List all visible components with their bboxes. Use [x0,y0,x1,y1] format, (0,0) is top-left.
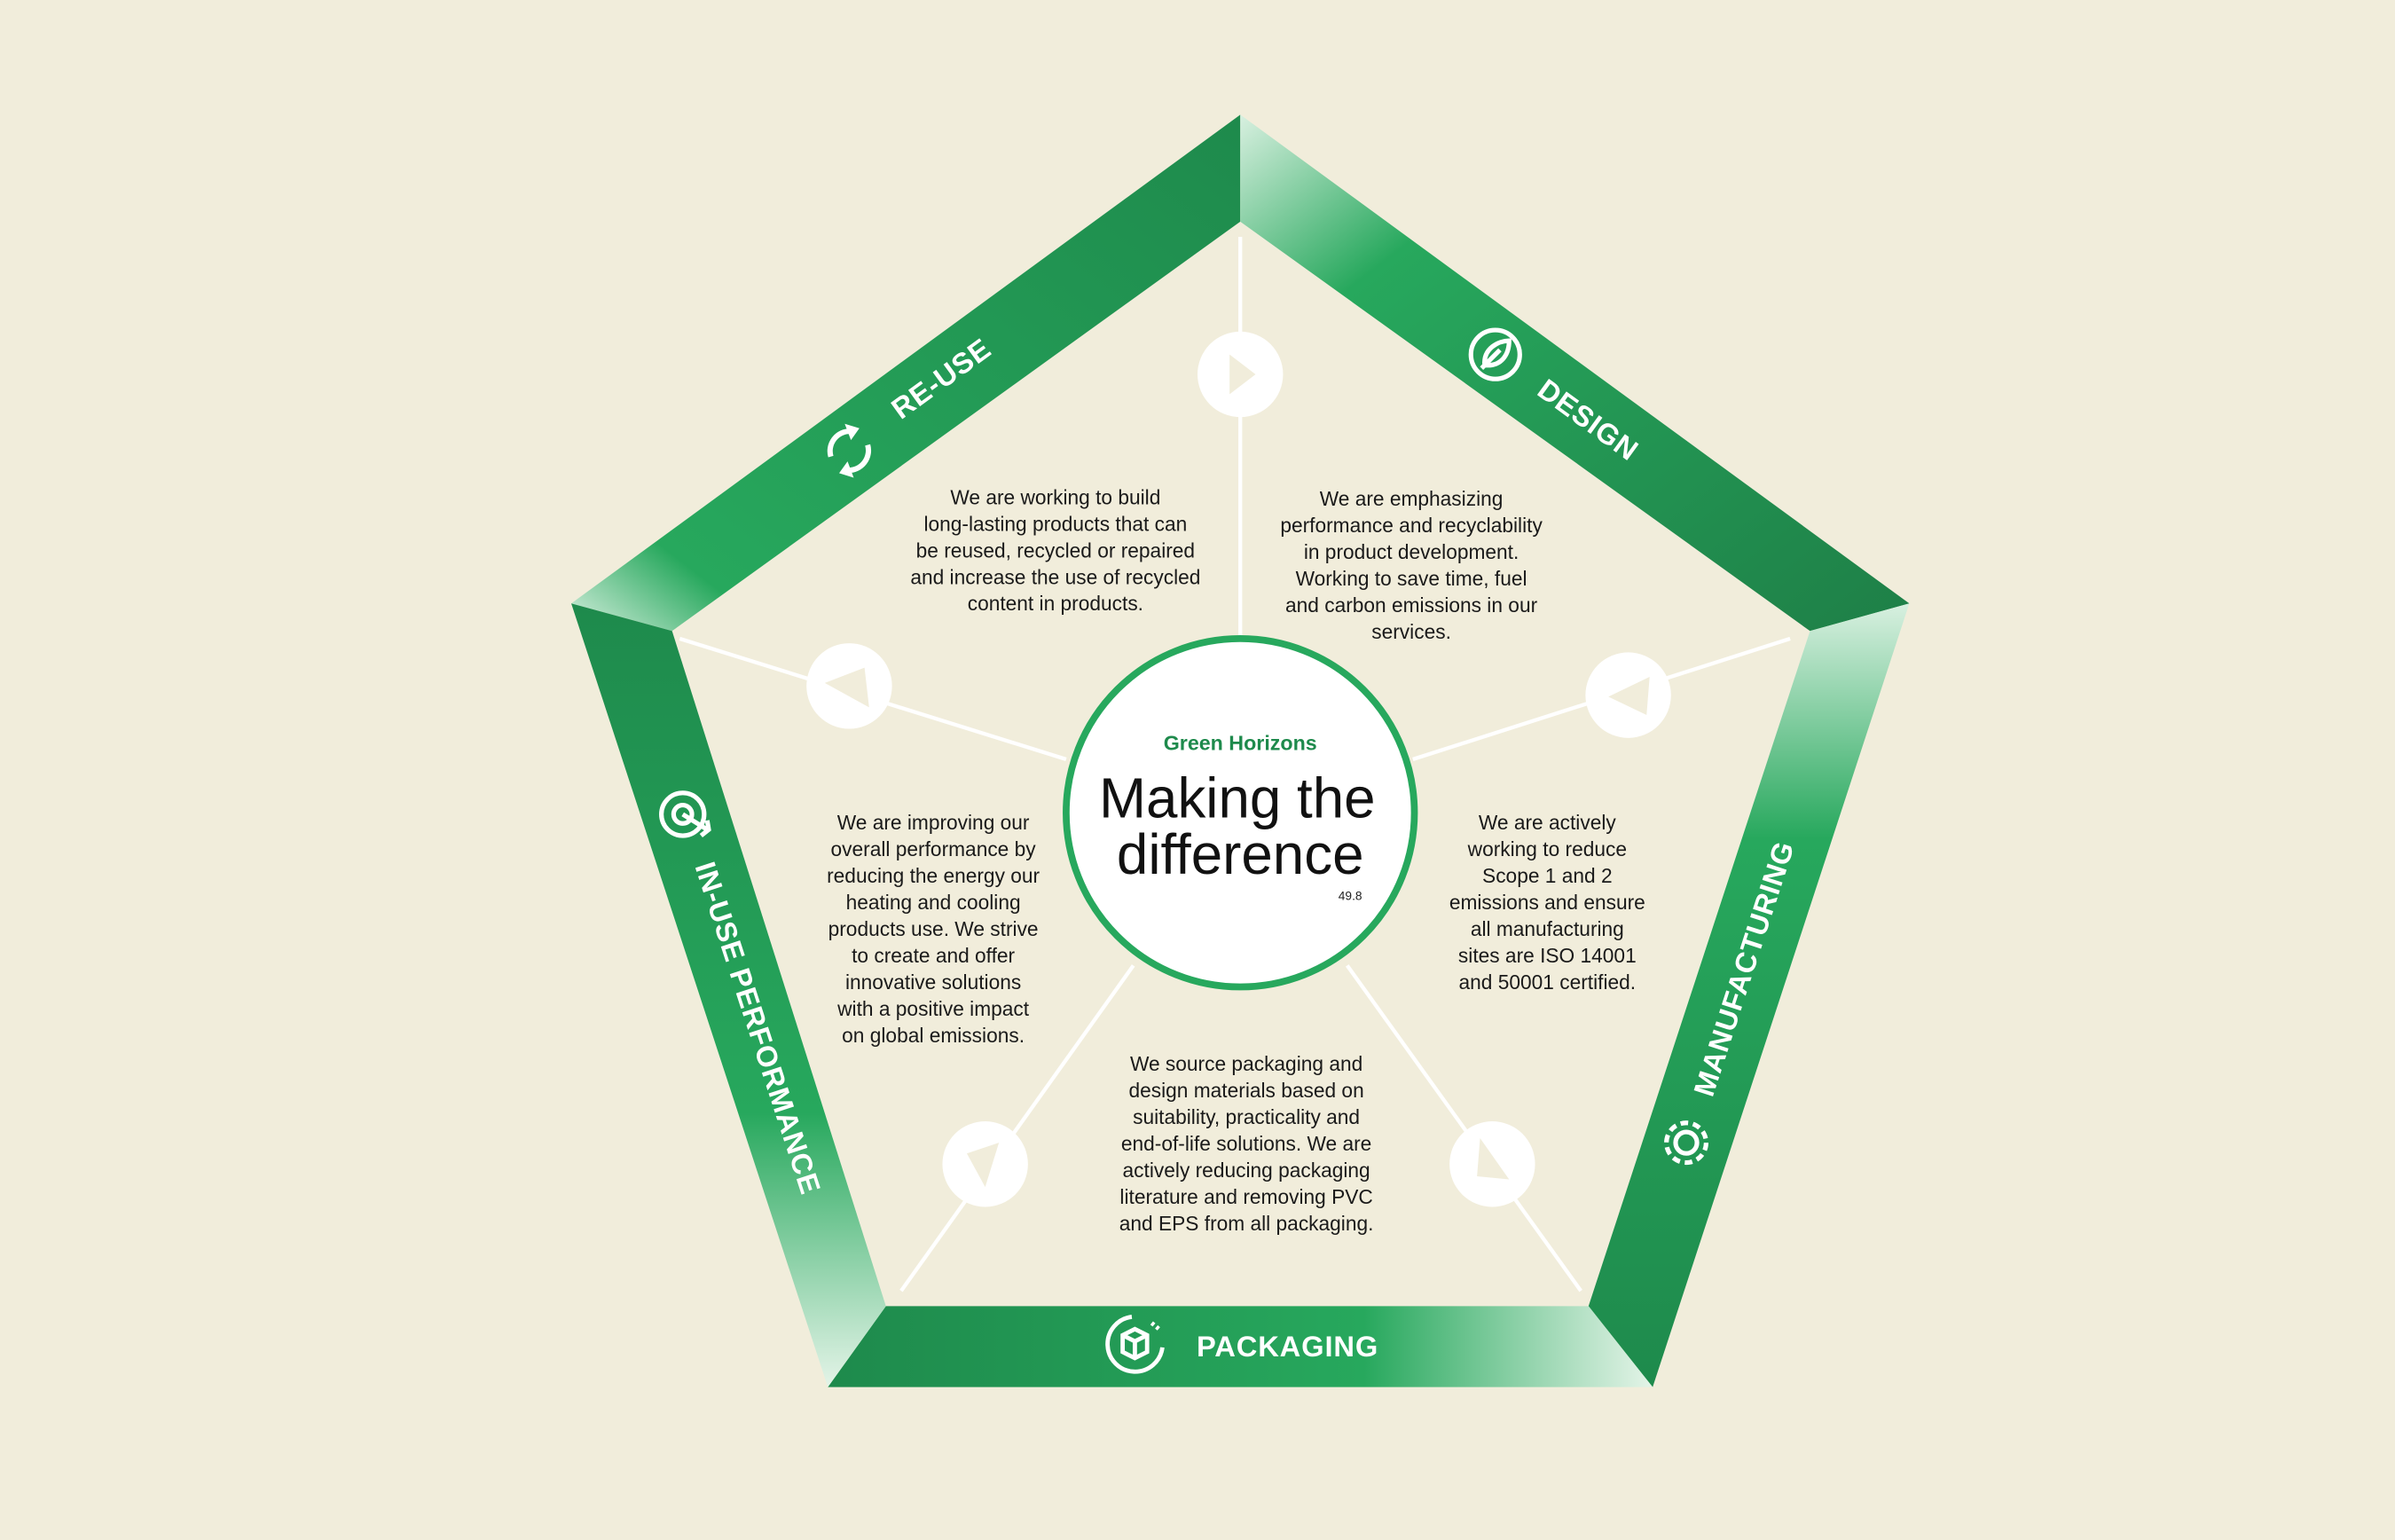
description-line: literature and removing PVC [1119,1185,1372,1208]
description-line: to create and offer [852,944,1015,967]
band-re-use [571,114,1241,632]
description-line: on global emissions. [842,1024,1025,1047]
description-line: performance and recyclability [1280,514,1543,537]
target-arrow-icon [659,790,711,838]
description-line: We are working to build [950,485,1160,508]
description-line: We source packaging and [1130,1052,1362,1075]
description-line: design materials based on [1128,1079,1363,1102]
description-line: heating and cooling [846,891,1021,914]
description-line: Scope 1 and 2 [1482,864,1613,887]
re-use-description: We are working to build long-lasting prod… [910,485,1200,615]
description-line: We are actively [1479,811,1617,834]
arrow-marker-bottom-right [1449,1121,1535,1207]
center-circle [1063,635,1418,991]
description-line: in product development. [1304,540,1519,563]
description-line: and 50001 certified. [1459,970,1637,994]
brand-name: Green Horizons [1164,732,1317,755]
center-title-line2: difference [1117,822,1364,886]
band-packaging [828,1306,1653,1387]
leaf-circle-icon [1468,327,1522,381]
center-title-line1: Making the [1099,766,1376,829]
packaging-description: We source packaging and design materials … [1119,1052,1374,1235]
description-line: reducing the energy our [827,864,1040,887]
band-manufacturing [1588,603,1910,1387]
description-line: and carbon emissions in our [1285,593,1538,617]
description-line: innovative solutions [845,970,1021,994]
description-line: actively reducing packaging [1123,1159,1370,1182]
arrow-marker-top [1198,331,1284,418]
arrow-marker-right [1585,652,1671,738]
description-line: be reused, recycled or repaired [916,538,1195,562]
description-line: and EPS from all packaging. [1119,1212,1374,1235]
arrow-marker-left [806,643,892,729]
description-line: We are emphasizing [1320,487,1504,510]
box-cycle-icon [1105,1315,1165,1374]
label-packaging: PACKAGING [1197,1330,1378,1363]
description-line: services. [1371,620,1451,643]
description-line: emissions and ensure [1449,891,1645,914]
design-description: We are emphasizing performance and recycl… [1280,487,1543,643]
description-line: long-lasting products that can [923,512,1187,535]
gear-icon [1664,1120,1708,1166]
band-design [1240,114,1910,632]
description-line: products use. We strive [828,917,1039,940]
description-line: working to reduce [1467,837,1627,860]
description-line: suitability, practicality and [1133,1105,1360,1128]
description-line: We are improving our [837,811,1030,834]
description-line: content in products. [968,592,1143,615]
description-line: end-of-life solutions. We are [1121,1132,1371,1155]
page-number: 49.8 [1339,889,1362,902]
description-line: and increase the use of recycled [910,565,1200,588]
recycle-arrows-icon [827,423,872,478]
description-line: with a positive impact [836,997,1030,1020]
in-use-performance-description: We are improving our overall performance … [827,811,1040,1047]
description-line: sites are ISO 14001 [1458,944,1637,967]
description-line: all manufacturing [1471,917,1624,940]
description-line: Working to save time, fuel [1296,567,1527,590]
description-line: overall performance by [831,837,1037,860]
arrow-marker-bottom-left [942,1121,1028,1207]
band-in-use-performance [571,603,886,1387]
